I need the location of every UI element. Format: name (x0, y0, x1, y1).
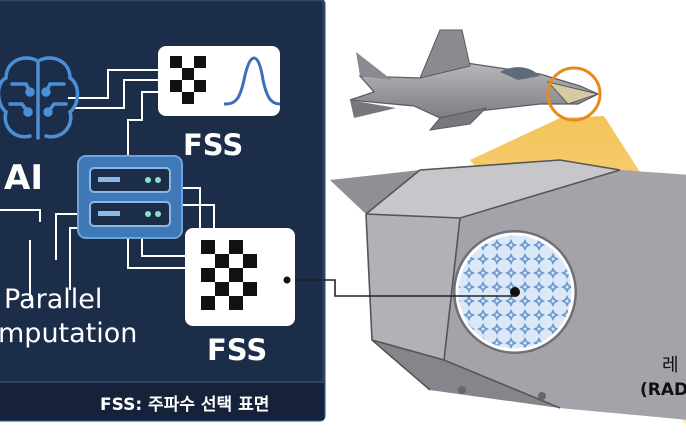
aircraft-illustration (295, 29, 686, 426)
leader-line (295, 279, 515, 297)
parallel-label-line1: Parallel (4, 284, 103, 315)
parallel-label-line2: mputation (0, 318, 138, 349)
radome-label-kr: 레 (662, 355, 679, 376)
radome-cutaway (330, 159, 686, 420)
server-icon (77, 155, 183, 239)
fss-top-label: FSS (183, 128, 244, 162)
radome-label-en: (RAD (640, 380, 686, 400)
fighter-jet-icon (349, 29, 600, 131)
ai-label: AI (4, 158, 43, 198)
legend-bar (0, 382, 324, 420)
fss-pattern-icon (201, 240, 257, 310)
fss-bottom-label: FSS (207, 333, 268, 367)
connector-dot (283, 276, 291, 284)
nose-highlight-ring (546, 66, 602, 122)
brain-icon (0, 56, 80, 140)
fss-disc (453, 230, 577, 354)
computation-panel (0, 0, 326, 422)
legend-text: FSS: 주파수 선택 표면 (100, 395, 270, 415)
fss-bottom-card (185, 228, 295, 326)
fss-pattern-icon (170, 56, 206, 104)
fss-top-card (158, 46, 281, 116)
resonance-curve-icon (224, 56, 281, 106)
